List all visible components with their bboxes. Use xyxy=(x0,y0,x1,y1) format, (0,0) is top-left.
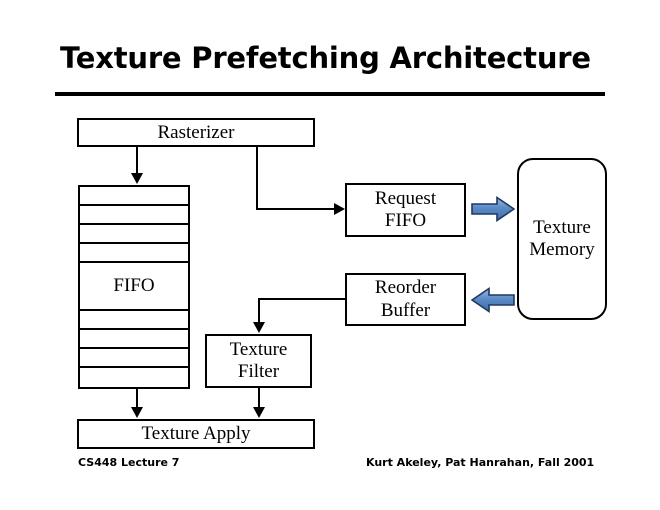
block-texture-memory-label-line1: Texture xyxy=(533,216,591,238)
block-texture-apply-label: Texture Apply xyxy=(141,423,251,445)
block-request-fifo: Request FIFO xyxy=(345,183,466,237)
block-rasterizer: Rasterizer xyxy=(77,118,315,147)
block-fifo-label-cell: FIFO xyxy=(80,263,188,311)
connector-texture-filter-to-texture-apply xyxy=(258,388,260,409)
fifo-cell xyxy=(80,206,188,225)
arrowhead-rasterizer-to-fifo xyxy=(131,173,143,184)
arrowhead-rasterizer-to-request-fifo xyxy=(334,203,345,215)
connector-reorder-buffer-to-texture-filter-vertical xyxy=(258,298,260,323)
fifo-cell xyxy=(80,244,188,263)
block-texture-memory-label-line2: Memory xyxy=(529,239,595,260)
block-reorder-buffer-label-line1: Reorder xyxy=(374,277,437,299)
block-texture-filter-label-line1: Texture xyxy=(229,338,288,360)
block-reorder-buffer: Reorder Buffer xyxy=(345,273,466,326)
connector-rasterizer-to-request-fifo-horizontal xyxy=(256,208,340,210)
fifo-cell xyxy=(80,311,188,330)
fifo-cell xyxy=(80,187,188,206)
block-fifo-label: FIFO xyxy=(113,275,155,296)
connector-reorder-buffer-to-texture-filter-horizontal xyxy=(258,298,345,300)
block-rasterizer-label: Rasterizer xyxy=(157,121,235,143)
page-title: Texture Prefetching Architecture xyxy=(60,41,591,75)
fifo-cell xyxy=(80,330,188,349)
fifo-cell xyxy=(80,225,188,244)
block-request-fifo-label-line2: FIFO xyxy=(384,210,427,231)
connector-rasterizer-to-request-fifo-vertical xyxy=(256,147,258,210)
block-reorder-buffer-label-line2: Buffer xyxy=(380,299,431,321)
block-texture-apply: Texture Apply xyxy=(77,419,315,449)
block-texture-filter: Texture Filter xyxy=(205,334,312,388)
footer-course-lecture: CS448 Lecture 7 xyxy=(78,456,180,469)
block-texture-memory: Texture Memory xyxy=(517,158,607,320)
connector-fifo-to-texture-apply xyxy=(136,389,138,409)
fifo-cell xyxy=(80,349,188,368)
block-request-fifo-label-line1: Request xyxy=(374,187,437,209)
arrowhead-reorder-buffer-to-texture-filter xyxy=(253,322,265,333)
connector-rasterizer-to-fifo xyxy=(136,147,138,174)
footer-authors: Kurt Akeley, Pat Hanrahan, Fall 2001 xyxy=(366,456,595,469)
block-fifo: FIFO xyxy=(78,185,190,389)
blue-arrow-request-fifo-to-texture-memory xyxy=(471,196,515,222)
block-texture-filter-label-line2: Filter xyxy=(237,361,280,382)
fifo-cell xyxy=(80,368,188,387)
blue-arrow-texture-memory-to-reorder-buffer xyxy=(471,287,515,313)
title-divider xyxy=(55,92,605,96)
arrowhead-texture-filter-to-texture-apply xyxy=(253,407,265,418)
arrowhead-fifo-to-texture-apply xyxy=(131,407,143,418)
